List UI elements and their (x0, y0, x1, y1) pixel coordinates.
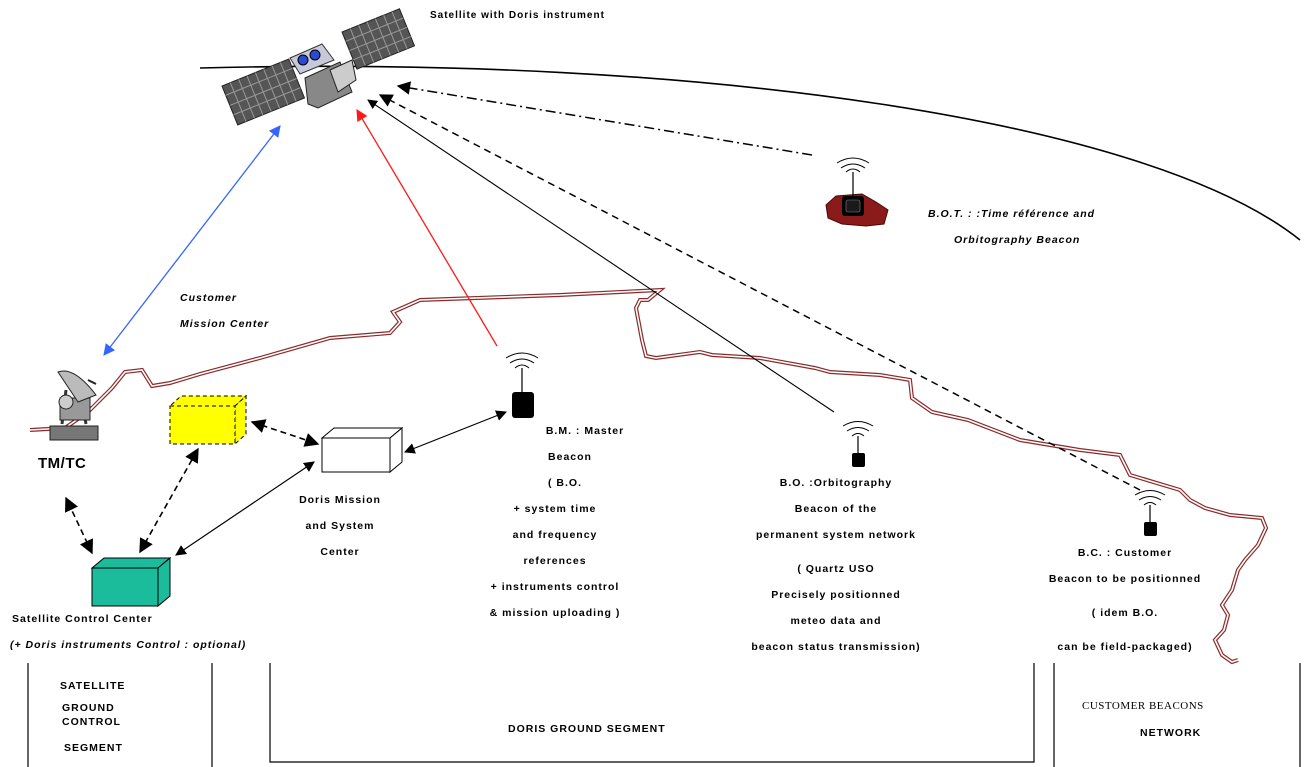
doris-mission-center-label: Doris Mission and System Center (290, 487, 390, 565)
bo-line1: B.O. :Orbitography (779, 477, 893, 489)
customer-beacon-icon (1134, 490, 1166, 536)
bc-line1: B.C. : Customer (1077, 547, 1173, 559)
bm-line7: + instruments control (490, 581, 620, 593)
bc-line2: Beacon to be positionned (1048, 573, 1202, 585)
ground-antenna-icon (49, 370, 99, 441)
bm-line1: B.M. : Master (545, 425, 625, 437)
master-beacon-label: B.M. : Master Beacon ( B.O. + system tim… (450, 418, 660, 626)
sgs-line4: SEGMENT (64, 742, 123, 754)
customer-mission-center-box (168, 394, 248, 446)
customer-mission-center-label-line1: Customer (180, 292, 238, 304)
bo-line2: Beacon of the (794, 503, 878, 515)
bm-line4: + system time (513, 503, 597, 515)
control-to-customer-center-link (139, 447, 199, 554)
master-beacon-icon (505, 352, 539, 418)
master-beacon-uplink (356, 108, 498, 347)
bot-label-line1: B.O.T. : :Time référence and (928, 208, 1096, 220)
orbitography-beacon-icon (842, 421, 874, 467)
control-to-doris-link (175, 461, 315, 556)
customer-beacons-network-label-line1: CUSTOMER BEACONS (1082, 700, 1204, 712)
bo-line3: permanent system network (756, 529, 916, 541)
customer-mission-center-label-line2: Mission Center (180, 318, 270, 330)
satellite-ground-segment-label: SATELLITE GROUND CONTROL SEGMENT (30, 678, 210, 756)
bo-line4: ( Quartz USO (797, 563, 875, 575)
bm-line3: ( B.O. (548, 477, 582, 489)
sgs-line3: CONTROL (62, 716, 121, 728)
bc-line3: ( idem B.O. (1091, 607, 1159, 619)
control-to-tmtc-link (65, 496, 93, 555)
satellite-control-center-label: Satellite Control Center (12, 613, 153, 625)
dmsc-line1: Doris Mission (299, 494, 381, 506)
orbitography-beacon-link (367, 99, 835, 413)
dmsc-line2: and System (305, 520, 375, 532)
customer-beacon-label: B.C. : Customer Beacon to be positionned… (1020, 540, 1230, 660)
bc-line4: can be field-packaged) (1057, 641, 1193, 653)
tmtc-label: TM/TC (38, 455, 87, 472)
customer-beacons-network-label-line2: NETWORK (1140, 727, 1202, 739)
bm-line6: references (523, 555, 587, 567)
doris-to-master-link (403, 410, 508, 454)
bo-line5: Precisely positionned (771, 589, 901, 601)
satellite-label: Satellite with Doris instrument (430, 10, 605, 21)
doris-mission-center-box (320, 426, 404, 474)
bot-beacon-link (396, 81, 813, 156)
sgs-line1: SATELLITE (60, 680, 126, 692)
satellite-icon (221, 8, 416, 126)
bot-beacon-icon (825, 157, 889, 227)
orbitography-beacon-label: B.O. :Orbitography Beacon of the permane… (718, 470, 954, 660)
bo-line7: beacon status transmission) (751, 641, 921, 653)
bm-line8: & mission uploading ) (489, 607, 621, 619)
sgs-line2: GROUND (62, 702, 115, 714)
bot-label-line2: Orbitography Beacon (954, 234, 1081, 246)
doris-ground-segment-label: DORIS GROUND SEGMENT (508, 723, 666, 735)
bm-line2: Beacon (548, 451, 592, 463)
dmsc-line3: Center (320, 546, 360, 558)
bm-line5: and frequency (512, 529, 598, 541)
satellite-control-center-sublabel: (+ Doris instruments Control : optional) (10, 639, 247, 651)
customer-beacon-link (378, 94, 1141, 491)
segment-brackets (27, 663, 1301, 767)
bo-line6: meteo data and (790, 615, 882, 627)
tmtc-satellite-link (103, 125, 281, 356)
satellite-control-center-box (90, 556, 172, 608)
customer-center-to-doris-link (250, 419, 320, 447)
orbit-arc (199, 65, 1301, 241)
